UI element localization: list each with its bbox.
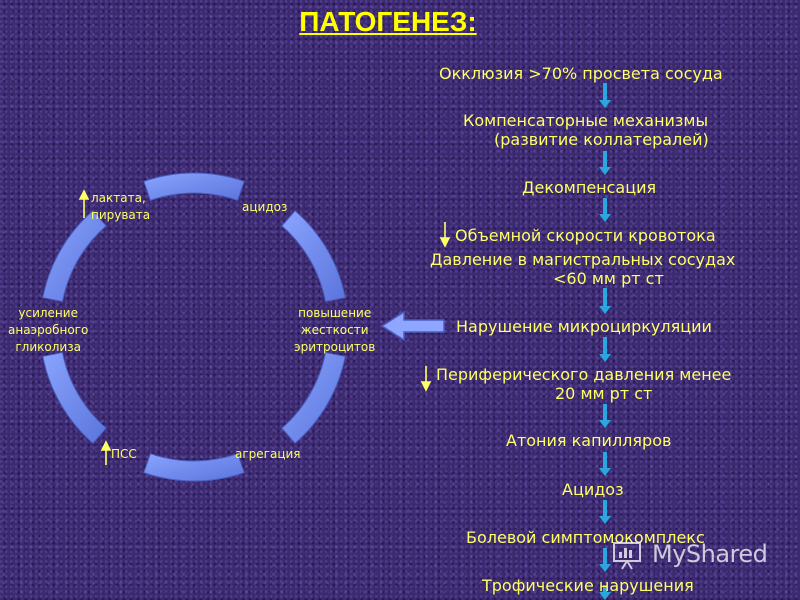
cycle-ring <box>42 172 346 482</box>
flow-volume-velocity: Объемной скорости кровотока <box>455 226 716 245</box>
decrease-arrow-icon <box>420 366 432 392</box>
presentation-icon <box>613 542 641 570</box>
flow-connector-arrow <box>599 83 611 108</box>
flow-compensation-detail: (развитие коллатералей) <box>494 130 709 149</box>
flow-connector-arrow <box>599 500 611 524</box>
flow-compensation: Компенсаторные механизмы <box>463 111 709 130</box>
flow-connector-arrow <box>599 151 611 175</box>
increase-arrow-icon <box>78 189 90 218</box>
cycle-label-pss: ПСС <box>111 447 137 461</box>
flow-main-pressure: Давление в магистральных сосудах <box>430 250 736 269</box>
flow-connectors <box>599 83 611 600</box>
segment-lower-left <box>42 351 107 444</box>
watermark-logo: MyShared <box>612 536 782 572</box>
page-title: ПАТОГЕНЕЗ: <box>299 6 477 37</box>
segment-upper-right <box>281 210 346 303</box>
flow-peripheral-pressure: Периферического давления менее <box>436 365 732 384</box>
flow-microcirculation: Нарушение микроциркуляции <box>456 317 712 336</box>
flow-trophic-disorders: Трофические нарушения <box>482 576 694 595</box>
flow-main-pressure-value: <60 мм рт ст <box>553 269 664 288</box>
segment-bottom <box>143 453 245 482</box>
flow-connector-arrow <box>599 337 611 362</box>
cycle-label-aggregation: агрегация <box>235 447 301 461</box>
cycle-label-lactate: лактата,пирувата <box>91 191 151 222</box>
flow-capillary-atony: Атония капилляров <box>506 431 672 450</box>
flow-acidosis: Ацидоз <box>562 480 624 499</box>
segment-top <box>143 172 245 201</box>
cycle-label-acidosis: ацидоз <box>242 200 288 214</box>
segment-lower-right <box>281 351 346 444</box>
flow-connector-arrow <box>599 198 611 222</box>
flow-connector-arrow <box>599 585 611 600</box>
flow-occlusion: Окклюзия >70% просвета сосуда <box>439 64 723 83</box>
flow-connector-arrow <box>599 452 611 476</box>
flow-connector-arrow <box>599 288 611 314</box>
flow-peripheral-pressure-value: 20 мм рт ст <box>555 384 653 403</box>
decrease-arrow-icon <box>439 222 451 248</box>
segment-upper-left <box>42 210 107 303</box>
flow-connector-arrow <box>599 548 611 572</box>
watermark-text: MyShared <box>652 540 768 568</box>
flow-connector-arrow <box>599 404 611 428</box>
flow-pain-syndrome: Болевой симптомокомплекс <box>466 528 705 547</box>
increase-arrow-icon <box>100 440 112 465</box>
feedback-arrow <box>380 310 445 342</box>
flow-decompensation: Декомпенсация <box>522 178 657 197</box>
